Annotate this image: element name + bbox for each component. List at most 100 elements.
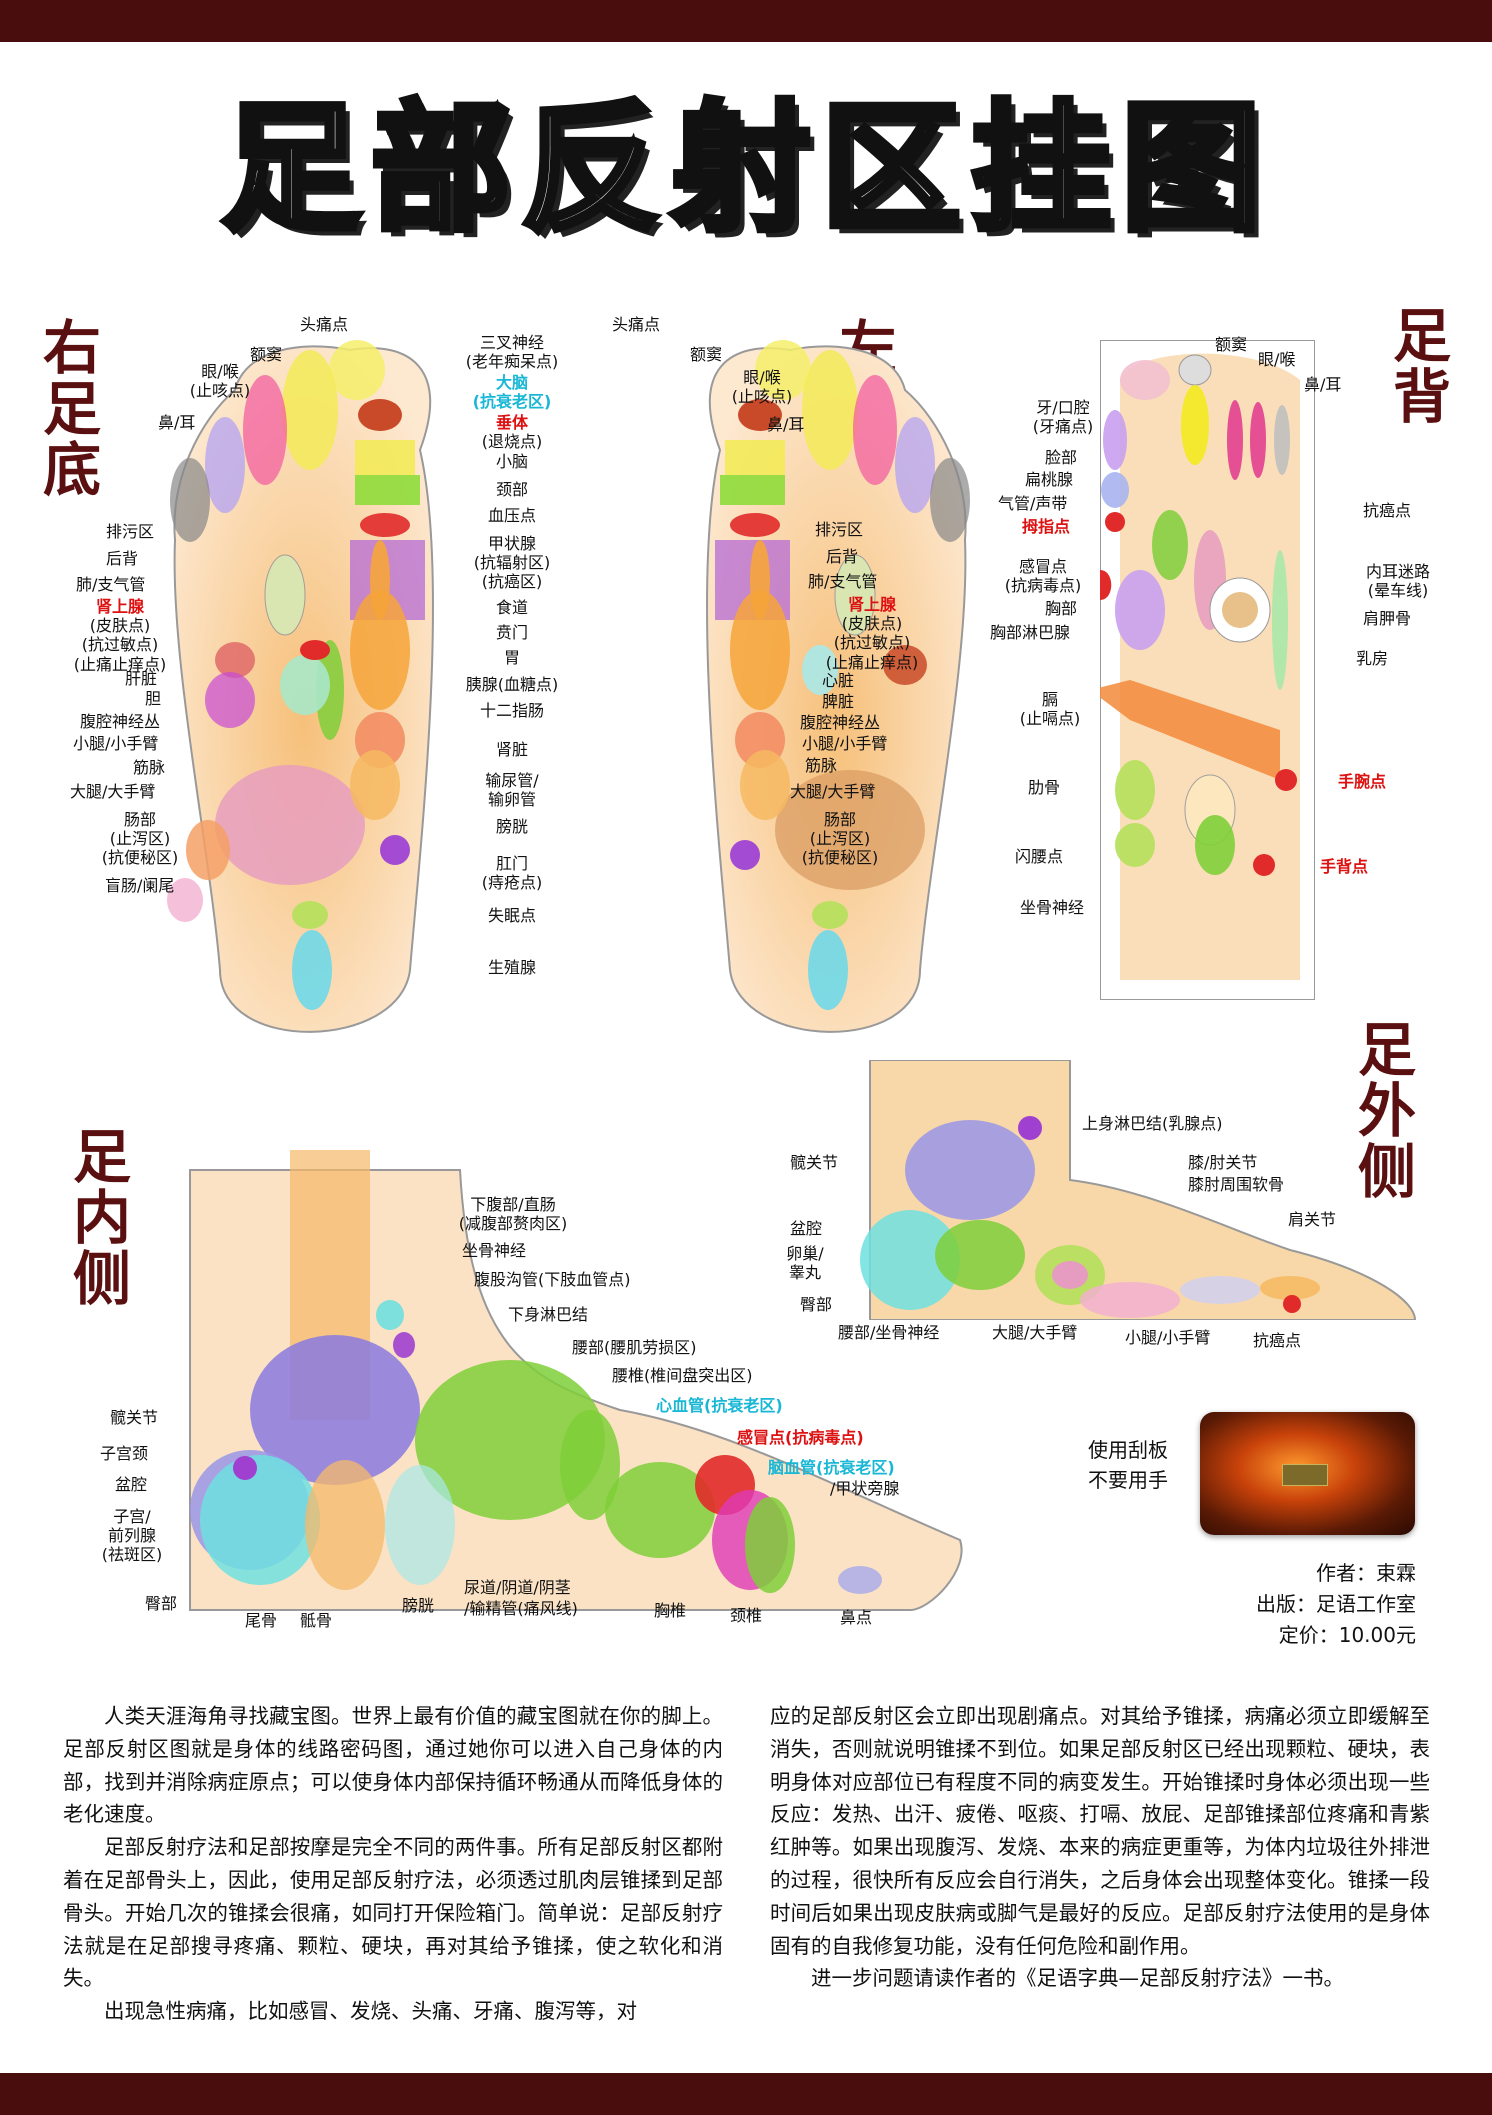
ls-adrenal: 肾上腺(皮肤点)(抗过敏点)(止痛止痒点) [825,595,919,672]
medial-buttock: 臀部 [145,1594,178,1613]
medial-nose-point: 鼻点 [840,1608,873,1627]
dorsum-anticancer-point: 抗癌点 [1363,501,1412,520]
section-title-right-sole: 右足底 [42,314,101,504]
medial-cervix: 子宫颈 [100,1444,149,1463]
medial-vas-deferens: /输精管(痛风线) [464,1599,578,1618]
ls-tendon: 筋脉 [805,756,838,775]
label-pituitary: 垂体(退烧点) [481,413,543,452]
medial-cardiovascular: 心血管(抗衰老区) [656,1396,783,1415]
label-pancreas: 胰腺(血糖点) [465,675,559,694]
label-esophagus: 食道 [495,598,528,617]
ls-drainage-zone: 排污区 [815,520,864,539]
dorsum-thumb-point: 拇指点 [1022,517,1071,536]
medial-sacrum: 骶骨 [300,1611,333,1630]
medial-uterus: 子宫/前列腺(祛斑区) [101,1507,163,1565]
author: 作者：束霖 [1316,1561,1416,1585]
rs-calf: 小腿/小手臂 [73,734,159,753]
rs-gallbladder: 胆 [145,689,162,708]
dorsum-cold-point: 感冒点(抗病毒点) [1004,557,1082,596]
medial-inguinal: 腹股沟管(下肢血管点) [474,1270,631,1289]
paragraph: 进一步问题请读作者的《足语字典—足部反射疗法》一书。 [811,1966,1344,1991]
dorsum-eye-throat: 眼/喉 [1258,350,1296,369]
label-gonad: 生殖腺 [487,958,536,977]
ls-calf: 小腿/小手臂 [802,734,888,753]
body-text-left: 人类天涯海角寻找藏宝图。世界上最有价值的藏宝图就在你的脚上。足部反射区图就是身体… [63,1700,723,2028]
rs-tendon: 筋脉 [133,758,166,777]
left-sole-illustration [706,340,970,1033]
rs-adrenal: 肾上腺(皮肤点)(抗过敏点)(止痛止痒点) [73,597,167,674]
section-title-medial: 足内侧 [72,1123,131,1313]
rs-frontal-sinus: 额窦 [250,345,283,364]
lateral-ovary: 卵巢/睾丸 [786,1244,824,1283]
dorsum-hand-back-point: 手背点 [1320,857,1369,876]
label-kidney: 肾脏 [495,740,528,759]
medial-sciatic: 坐骨神经 [462,1241,527,1260]
ls-lung: 肺/支气管 [808,572,878,591]
paragraph: 出现急性病痛，比如感冒、发烧、头痛、牙痛、腹泻等，对 [104,1999,637,2024]
paragraph: 人类天涯海角寻找藏宝图。世界上最有价值的藏宝图就在你的脚上。足部反射区图就是身体… [63,1704,723,1827]
dorsum-ribs: 肋骨 [1028,778,1061,797]
rs-intestine: 肠部(止泻区)(抗便秘区) [101,810,179,868]
dorsum-inner-ear: 内耳迷路(晕车线) [1365,562,1430,601]
dorsum-teeth: 牙/口腔(牙痛点) [1032,398,1094,437]
ls-spleen: 脾脏 [822,692,855,711]
label-bladder: 膀胱 [495,817,528,836]
paragraph: 足部反射疗法和足部按摩是完全不同的两件事。所有足部反射区都附着在足部骨头上，因此… [63,1835,723,1991]
rs-drainage-zone: 排污区 [106,522,155,541]
medial-parathyroid: /甲状旁腺 [830,1479,900,1498]
dorsum-lumbar-sprain-point: 闪腰点 [1015,847,1064,866]
tool-note: 使用刮板不要用手 [1088,1438,1168,1492]
dorsum-breast: 乳房 [1356,649,1389,668]
rs-liver: 肝脏 [125,669,158,688]
section-title-dorsum: 足背 [1392,302,1451,431]
dorsum-diaphragm: 膈(止嗝点) [1019,690,1081,729]
lateral-anticancer: 抗癌点 [1253,1331,1302,1350]
medial-illustration [189,1150,963,1611]
page-title: 足部反射区挂图 [218,88,1271,251]
dorsum-chest-lymph: 胸部淋巴腺 [990,623,1071,642]
dorsum-tonsil: 扁桃腺 [1025,470,1074,489]
lateral-pelvis: 盆腔 [790,1219,823,1238]
ls-celiac-plexus: 腹腔神经丛 [800,713,881,732]
ls-eye-throat: 眼/喉(止咳点) [731,368,793,407]
lateral-upper-lymph: 上身淋巴结(乳腺点) [1082,1114,1223,1133]
rs-nose-ear: 鼻/耳 [158,413,196,432]
label-cardia: 贲门 [495,623,528,642]
lateral-knee-elbow: 膝/肘关节 [1188,1153,1258,1172]
credits: 作者：束霖 出版：足语工作室 定价：10.00元 [1256,1558,1416,1651]
medial-lumbar-vertebra: 腰椎(椎间盘突出区) [612,1366,753,1385]
medial-lower-lymph: 下身淋巴结 [508,1305,589,1324]
lateral-buttock: 臀部 [800,1295,833,1314]
lateral-lumbar-sciatic: 腰部/坐骨神经 [838,1323,940,1342]
rs-eye-throat: 眼/喉(止咳点) [189,362,251,401]
label-cerebellum: 小脑 [495,452,528,471]
label-neck: 颈部 [495,480,528,499]
lateral-calf: 小腿/小手臂 [1125,1328,1211,1347]
bottom-band [0,2073,1492,2115]
rs-headache-point: 头痛点 [300,315,349,334]
paragraph: 应的足部反射区会立即出现剧痛点。对其给予锥揉，病痛必须立即缓解至消失，否则就说明… [770,1704,1430,1958]
lateral-cartilage: 膝肘周围软骨 [1188,1175,1285,1194]
dorsum-frontal-sinus: 额窦 [1215,335,1248,354]
lateral-hip-joint: 髋关节 [790,1153,839,1172]
label-blood-pressure-point: 血压点 [487,506,536,525]
ls-frontal-sinus: 额窦 [690,345,723,364]
ls-nose-ear: 鼻/耳 [767,415,805,434]
rs-lung: 肺/支气管 [76,575,146,594]
ls-intestine: 肠部(止泻区)(抗便秘区) [801,810,879,868]
rs-back: 后背 [106,549,139,568]
label-trigeminal: 三叉神经(老年痴呆点) [465,333,559,372]
medial-cold-point: 感冒点(抗病毒点) [737,1428,864,1447]
body-text-right: 应的足部反射区会立即出现剧痛点。对其给予锥揉，病痛必须立即缓解至消失，否则就说明… [770,1700,1430,1995]
label-duodenum: 十二指肠 [479,701,544,720]
label-ureter: 输尿管/输卵管 [485,771,539,810]
ls-heart: 心脏 [822,671,855,690]
ls-thigh: 大腿/大手臂 [790,782,876,801]
dorsum-chest: 胸部 [1045,599,1078,618]
dorsum-wrist-point: 手腕点 [1338,772,1387,791]
label-anus: 肛门(痔疮点) [481,854,543,893]
medial-hip-joint: 髋关节 [110,1408,159,1427]
medial-bladder: 膀胱 [402,1596,435,1615]
lateral-shoulder: 肩关节 [1288,1210,1337,1229]
rs-appendix: 盲肠/阑尾 [105,876,175,895]
